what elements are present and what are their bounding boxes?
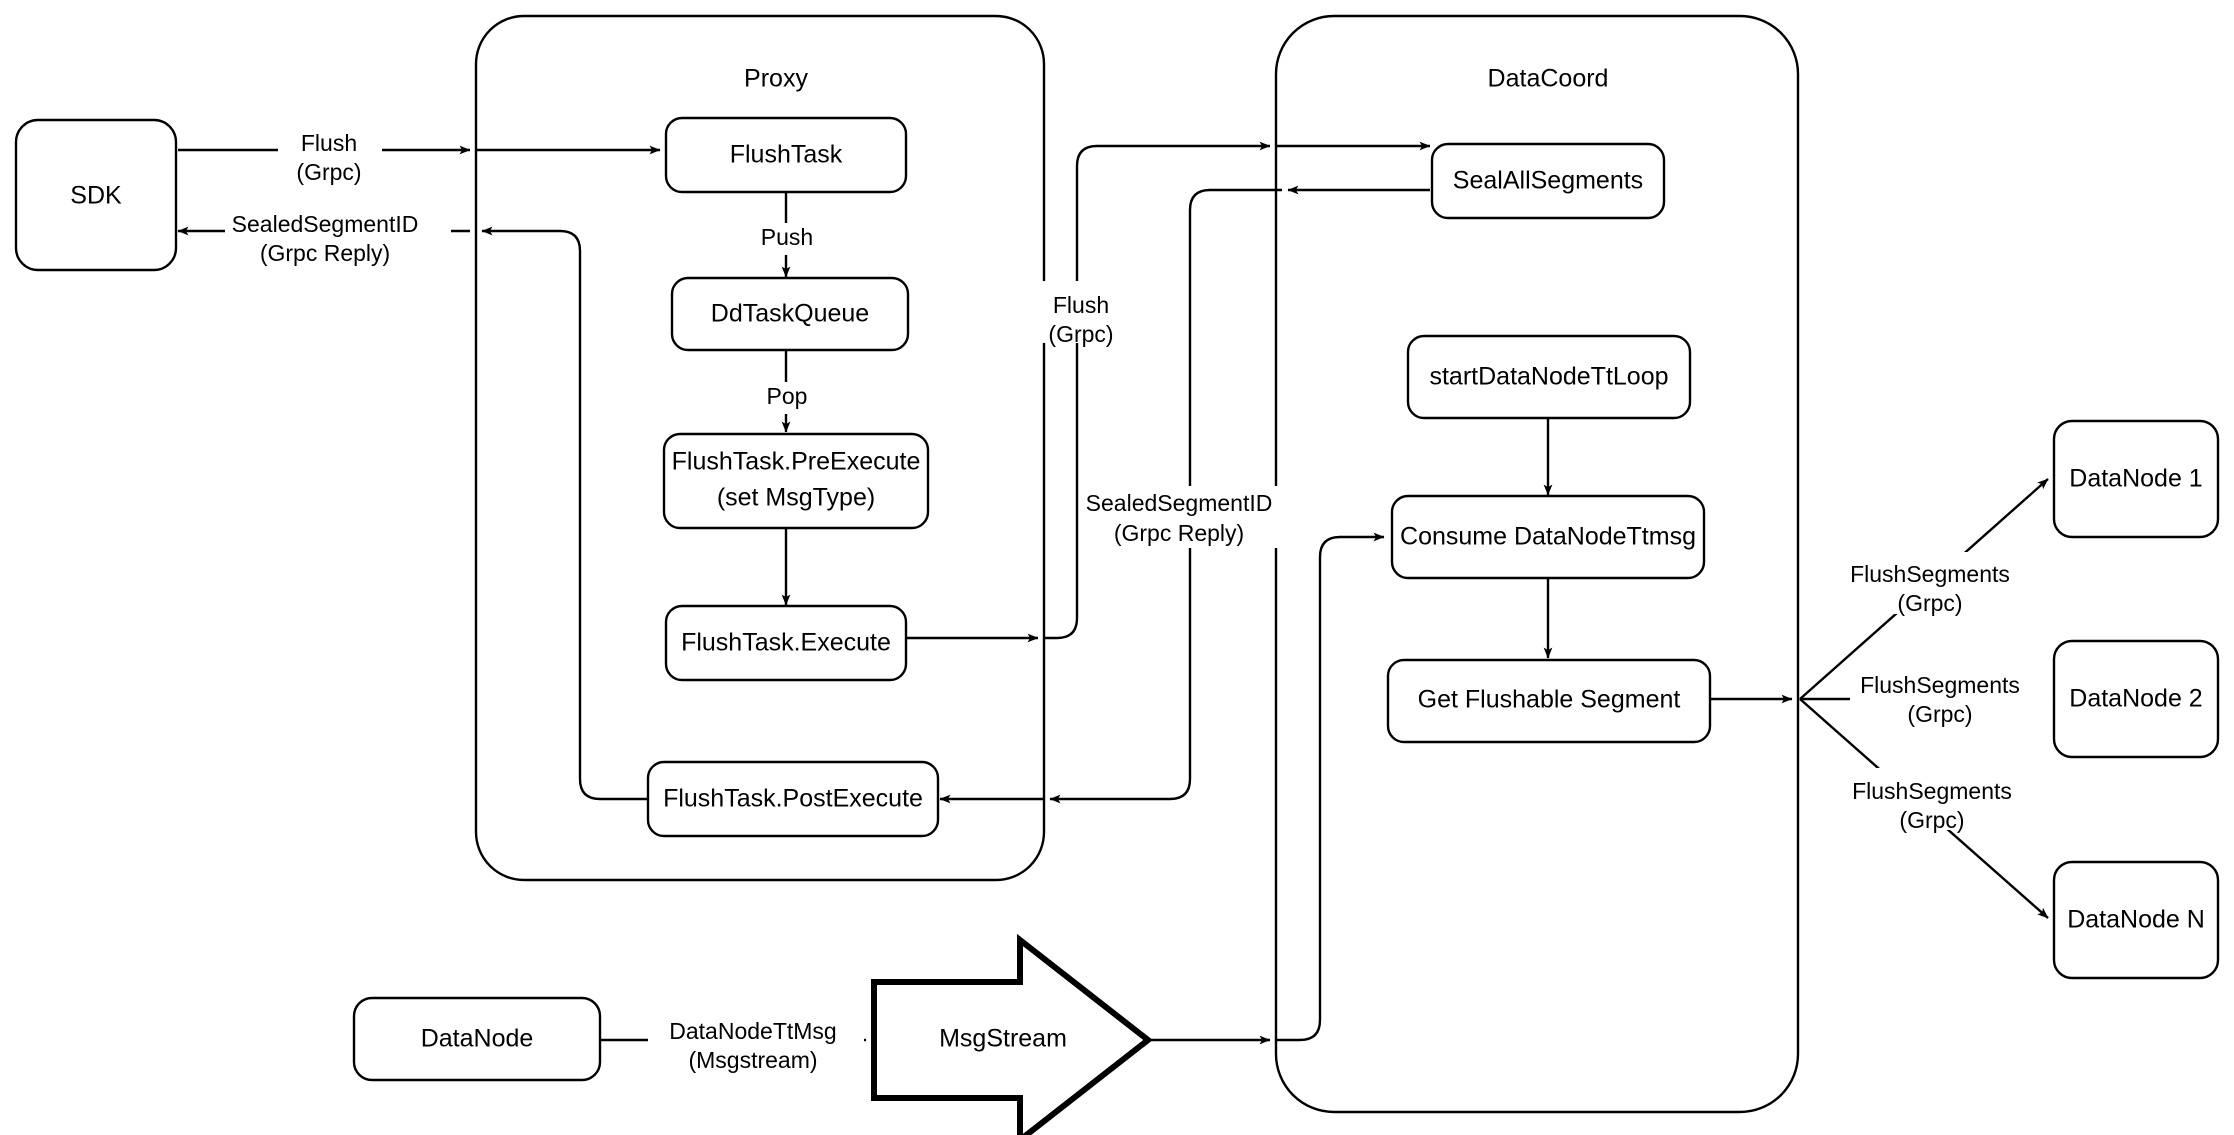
label-bg-flushseg-2 bbox=[1850, 662, 2048, 724]
node-flushtask-postexecute-label: FlushTask.PostExecute bbox=[663, 785, 923, 813]
label-flushsegments-1-line1: FlushSegments bbox=[1850, 561, 2010, 587]
label-flushsegments-2-line2: (Grpc) bbox=[1907, 701, 1972, 727]
node-consume-datanodettmsg[interactable] bbox=[1390, 494, 1706, 580]
label-bg-sdk-reply bbox=[225, 198, 451, 260]
label-flushsegments-2-line1: FlushSegments bbox=[1860, 672, 2020, 698]
node-sealallsegments[interactable] bbox=[1430, 142, 1666, 220]
node-datanode-1-label: DataNode 1 bbox=[2069, 465, 2202, 493]
node-flushtask-label: FlushTask bbox=[730, 141, 843, 169]
node-flushtask-execute-label: FlushTask.Execute bbox=[681, 629, 891, 657]
label-proxy-to-dc-line1: Flush bbox=[1053, 292, 1109, 318]
edge-proxy-to-datacoord-flush bbox=[1044, 141, 1271, 640]
node-get-flushable-segment-label: Get Flushable Segment bbox=[1418, 686, 1681, 714]
edge-datacoord-boundary-to-consume bbox=[1276, 532, 1385, 1042]
node-flushtask-preexecute-label-line1: FlushTask.PreExecute bbox=[672, 448, 921, 476]
node-consume-datanodettmsg-label: Consume DataNodeTtmsg bbox=[1400, 523, 1696, 551]
label-bg-datanode-tt bbox=[648, 1010, 864, 1072]
label-sdk-to-proxy-line2: (Grpc) bbox=[296, 159, 361, 185]
node-sealallsegments-label: SealAllSegments bbox=[1453, 167, 1643, 195]
label-proxy-to-dc-line2: (Grpc) bbox=[1048, 321, 1113, 347]
node-startdatanodettloop[interactable] bbox=[1406, 334, 1692, 420]
node-flushtask[interactable] bbox=[664, 116, 908, 194]
edge-postexecute-to-proxy-boundary bbox=[481, 226, 648, 801]
label-proxy-to-sdk-line2: (Grpc Reply) bbox=[260, 240, 390, 266]
node-datanode-n-label: DataNode N bbox=[2067, 906, 2205, 934]
node-ddtaskqueue-label: DdTaskQueue bbox=[711, 300, 869, 328]
group-proxy-label: Proxy bbox=[744, 65, 808, 93]
node-flushtask-postexecute[interactable] bbox=[646, 760, 940, 838]
group-datacoord-label: DataCoord bbox=[1488, 65, 1609, 93]
label-flushsegments-n-line1: FlushSegments bbox=[1852, 778, 2012, 804]
node-get-flushable-segment[interactable] bbox=[1386, 658, 1712, 744]
node-datanode-2[interactable] bbox=[2052, 639, 2220, 759]
node-sdk-label: SDK bbox=[70, 182, 122, 210]
label-bg-flushseg-n bbox=[1838, 768, 2036, 830]
label-proxy-to-sdk-line1: SealedSegmentID bbox=[232, 211, 419, 237]
node-datanode-bottom[interactable] bbox=[352, 996, 602, 1082]
label-bg-pop bbox=[752, 382, 822, 414]
node-flushtask-preexecute[interactable] bbox=[662, 432, 930, 530]
node-msgstream[interactable] bbox=[871, 933, 1153, 1135]
node-datanode-2-label: DataNode 2 bbox=[2069, 685, 2202, 713]
label-push: Push bbox=[761, 224, 813, 250]
node-flushtask-preexecute-label-line2: (set MsgType) bbox=[717, 484, 875, 512]
node-datanode-n[interactable] bbox=[2052, 860, 2220, 980]
label-pop: Pop bbox=[767, 383, 808, 409]
node-sdk[interactable] bbox=[14, 118, 178, 272]
label-sdk-to-proxy-line1: Flush bbox=[301, 130, 357, 156]
node-datanode-1[interactable] bbox=[2052, 419, 2220, 539]
label-bg-proxy-dc-flush bbox=[1030, 281, 1132, 343]
label-bg-sdk-flush bbox=[278, 120, 382, 180]
label-bg-dc-proxy-reply bbox=[1085, 486, 1315, 548]
node-startdatanodettloop-label: startDataNodeTtLoop bbox=[1429, 363, 1668, 391]
node-datanode-bottom-label: DataNode bbox=[421, 1025, 534, 1053]
label-dc-to-proxy-line1: SealedSegmentID bbox=[1086, 490, 1273, 516]
label-datanode-tt-line2: (Msgstream) bbox=[688, 1047, 817, 1073]
node-msgstream-label: MsgStream bbox=[939, 1025, 1067, 1053]
node-flushtask-execute[interactable] bbox=[664, 604, 908, 682]
group-datacoord bbox=[1274, 14, 1800, 1114]
label-dc-to-proxy-line2: (Grpc Reply) bbox=[1114, 520, 1244, 546]
label-bg-flushseg-1 bbox=[1838, 552, 2036, 614]
label-datanode-tt-line1: DataNodeTtMsg bbox=[669, 1018, 836, 1044]
group-proxy bbox=[474, 14, 1046, 882]
node-ddtaskqueue[interactable] bbox=[670, 276, 910, 352]
label-flushsegments-n-line2: (Grpc) bbox=[1899, 807, 1964, 833]
label-bg-push bbox=[750, 223, 824, 255]
label-flushsegments-1-line2: (Grpc) bbox=[1897, 590, 1962, 616]
